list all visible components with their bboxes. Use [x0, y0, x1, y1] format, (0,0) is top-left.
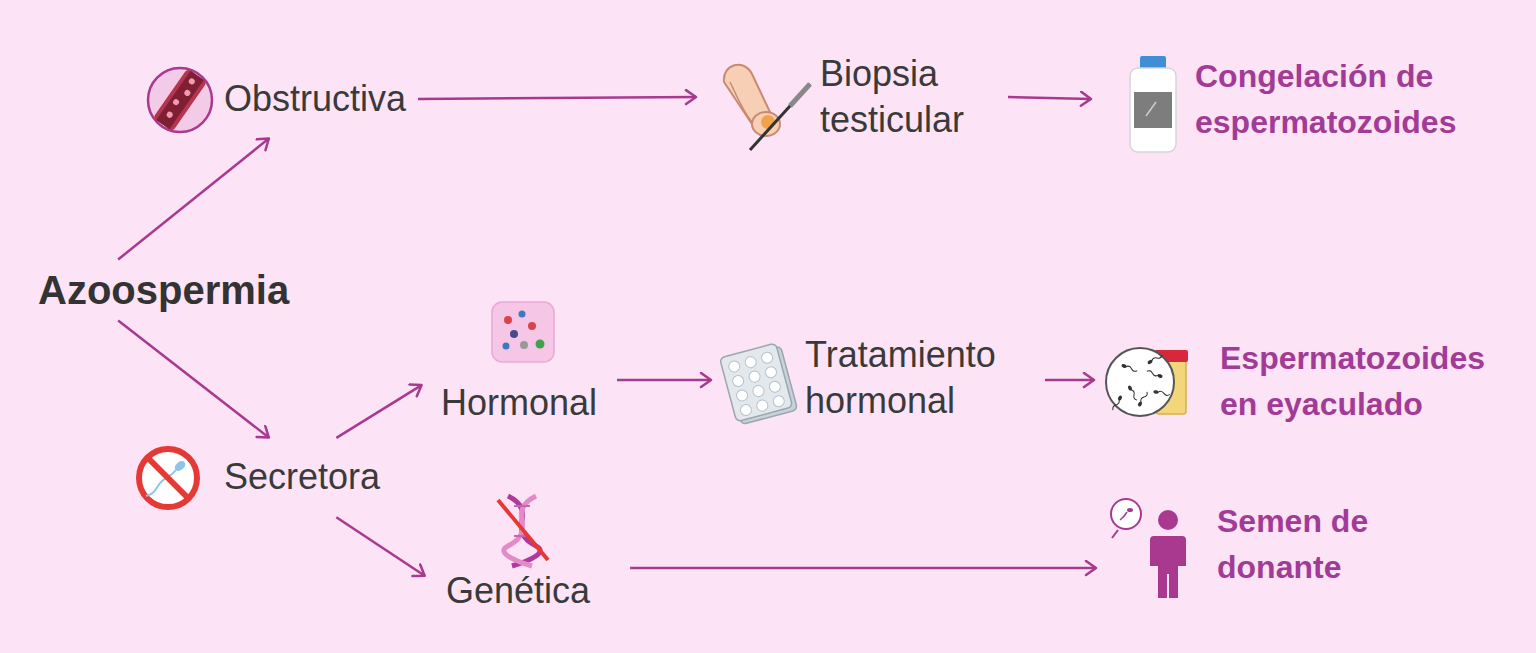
flow-step: Obstructiva [140, 62, 414, 136]
flow-arrow [630, 567, 1096, 570]
pills-icon [720, 342, 798, 426]
flow-step: Secretora [128, 440, 388, 515]
flow-step: Genética [428, 492, 626, 614]
step-label: Semen de donante [1217, 498, 1417, 590]
no-sperm-icon [139, 449, 197, 507]
flow-step: Semen de donante [1100, 498, 1421, 590]
flow-arrow [1045, 379, 1094, 382]
flow-step: Azoospermia [30, 262, 297, 318]
step-label: Biopsia testicular [820, 51, 1000, 143]
dna-icon [498, 496, 548, 566]
flow-arrow [118, 320, 269, 437]
vessel-icon [148, 68, 212, 132]
flow-step: Hormonal [425, 300, 613, 426]
step-label: Hormonal [441, 380, 597, 426]
step-label: Espermatozoides en eyaculado [1220, 335, 1515, 427]
flow-step: Tratamiento hormonal [715, 332, 1041, 424]
flow-arrow [336, 517, 424, 576]
step-label: Congelación de espermatozoides [1195, 53, 1495, 145]
flow-arrow [336, 385, 421, 438]
flow-arrow [118, 139, 269, 260]
bottle-icon [1130, 56, 1176, 152]
sample-icon [1106, 348, 1188, 416]
donor-icon [1111, 499, 1186, 598]
flow-step: Espermatozoides en eyaculado [1098, 335, 1519, 427]
flow-step: Congelación de espermatozoides [1095, 53, 1499, 145]
step-label: Azoospermia [38, 266, 289, 314]
biopsy-icon [724, 65, 810, 150]
step-label: Secretora [224, 454, 380, 500]
step-label: Genética [446, 568, 590, 614]
step-label: Obstructiva [224, 76, 406, 122]
flow-arrow [1008, 97, 1091, 99]
flow-arrow [418, 97, 696, 99]
flow-step: Biopsia testicular [700, 51, 1004, 143]
step-label: Tratamiento hormonal [805, 332, 1035, 424]
flow-arrow [617, 379, 711, 382]
hormone-icon [492, 302, 554, 362]
